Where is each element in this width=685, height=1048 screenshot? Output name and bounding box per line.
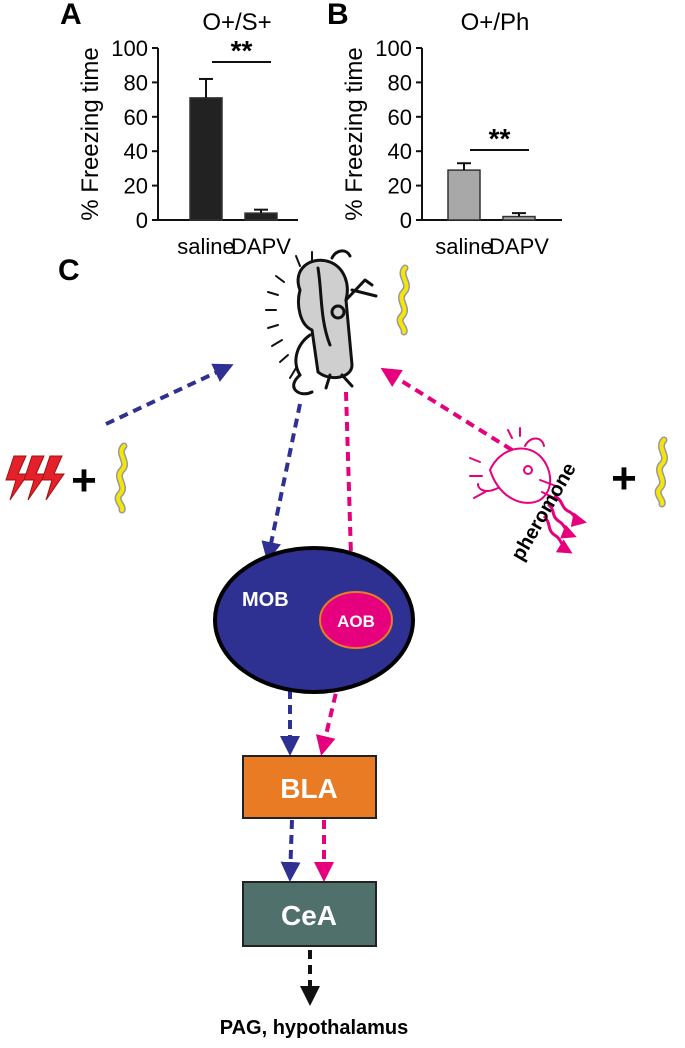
y-axis-label: % Freezing time [341,47,368,220]
pheromone-wavy-lines [542,494,587,554]
left-plus-sign: + [71,456,97,505]
y-tick-label: 80 [388,70,412,95]
significance-marker: ** [489,123,511,154]
right-plus-sign: + [611,454,637,503]
bla-box [242,755,377,819]
bar-DAPV [502,215,536,221]
mob-region [213,546,415,694]
x-tick-label: DAPV [489,234,549,259]
odor-icon-right [654,436,669,508]
y-tick-label: 80 [124,70,148,95]
shock-icon [5,455,65,501]
odor-icon-left [114,442,129,514]
bar-DAPV [244,212,278,221]
panel-b-letter: B [327,0,349,31]
odor-icon-top [396,264,411,336]
x-tick-label: DAPV [231,234,291,259]
y-tick-label: 20 [388,174,412,199]
y-axis-label: % Freezing time [77,47,104,220]
aob-label: AOB [337,612,375,631]
x-tick-label: saline [435,234,492,259]
aob-region [319,591,393,649]
blue-pathway-arrows [105,363,302,882]
bar-saline [189,97,223,221]
cea-label: CeA [281,900,337,931]
pheromone-mouse-icon [469,427,559,504]
y-tick-label: 20 [124,174,148,199]
panel-b-title: O+/Ph [461,9,530,36]
panel-a-letter: A [60,0,82,31]
bla-label: BLA [280,773,338,804]
y-tick-label: 100 [111,36,148,61]
y-tick-label: 40 [124,139,148,164]
y-tick-label: 100 [375,36,412,61]
y-tick-label: 0 [400,208,412,233]
mob-label: MOB [242,589,289,611]
panel-a-title: O+/S+ [202,9,271,36]
y-tick-label: 60 [124,105,148,130]
output-label: PAG, hypothalamus [220,1017,409,1039]
y-tick-label: 60 [388,105,412,130]
x-tick-label: saline [177,234,234,259]
freezing-mouse-icon [265,249,378,396]
panel-c-letter: C [58,254,80,287]
bar-saline [447,169,481,221]
y-tick-label: 40 [388,139,412,164]
cea-box [242,881,377,947]
significance-marker: ** [231,35,253,66]
y-tick-label: 0 [136,208,148,233]
